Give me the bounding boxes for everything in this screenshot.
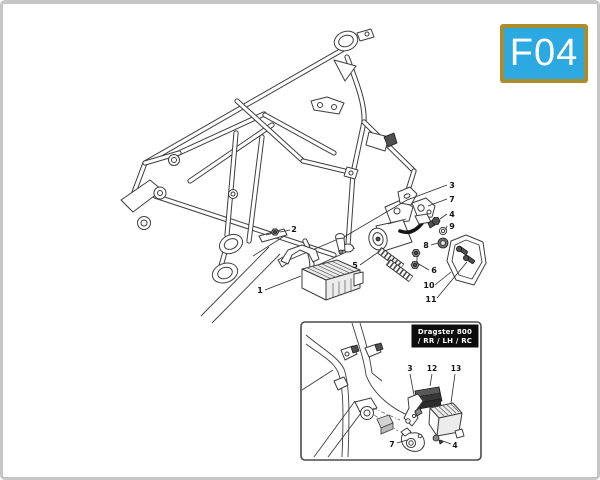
inset-part-3-lever (403, 393, 424, 427)
callout-2: 2 (291, 225, 297, 234)
inset-callout-7: 7 (389, 440, 394, 449)
inset-part-13-unit (428, 402, 465, 439)
part-1-bracket-unit (277, 244, 364, 301)
inset-panel: Dragster 800 / RR / LH / RC (300, 321, 482, 461)
part-8-grommet (437, 237, 449, 249)
callout-8: 8 (423, 241, 429, 250)
callouts-inset: 3 12 13 7 4 (389, 364, 461, 450)
part-3-bracket (397, 186, 418, 206)
springs (376, 246, 414, 283)
part-7-fork-bracket (411, 197, 436, 225)
callout-9: 9 (449, 222, 455, 231)
part-2-nut (270, 228, 280, 236)
frame-art (120, 28, 417, 324)
page-code-badge: F04 (500, 24, 588, 83)
part-5-actuator (368, 199, 427, 252)
parts-diagram: 1 2 3 4 5 6 7 8 9 10 11 (120, 28, 487, 461)
inset-callout-4: 4 (452, 441, 457, 450)
part-11-screws (455, 245, 475, 264)
inset-callout-3: 3 (407, 364, 412, 373)
callout-1: 1 (257, 286, 263, 295)
callout-10: 10 (423, 281, 435, 290)
inset-title-line1: Dragster 800 (418, 328, 472, 336)
callout-11: 11 (425, 295, 437, 304)
callout-7: 7 (449, 195, 455, 204)
page-code-label: F04 (509, 32, 579, 74)
inset-part-7-bracket (400, 427, 425, 452)
inset-part-4-bolt (432, 434, 444, 445)
inset-title-box: Dragster 800 / RR / LH / RC (411, 324, 479, 348)
inset-callout-12: 12 (427, 364, 437, 373)
callout-3: 3 (449, 181, 455, 190)
callouts-main: 1 2 3 4 5 6 7 8 9 10 11 (257, 181, 468, 304)
inset-callout-13: 13 (451, 364, 461, 373)
callout-4: 4 (449, 210, 455, 219)
callout-6: 6 (431, 266, 437, 275)
part-6-bolts (410, 249, 421, 269)
inset-part-12-connector (414, 386, 443, 410)
callout-5: 5 (352, 261, 358, 270)
inset-title-line2: / RR / LH / RC (418, 337, 472, 345)
inset-rubber-pad (376, 414, 394, 435)
part-9-washer (438, 226, 448, 236)
part-4-bolt (427, 217, 441, 229)
head-tube (333, 28, 375, 52)
